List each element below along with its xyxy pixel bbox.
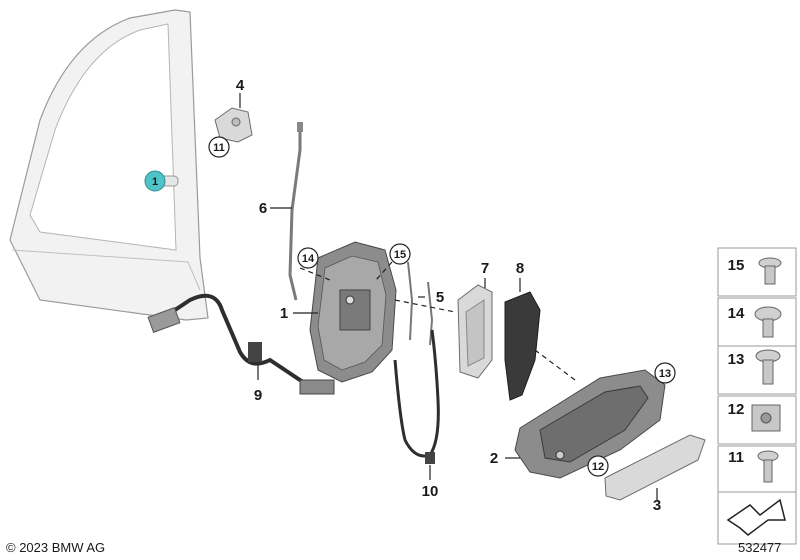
handle-carrier-part-2 (514, 369, 666, 479)
svg-text:11: 11 (213, 142, 225, 154)
door-handle-callout[interactable]: 1 (144, 170, 166, 192)
wiring-harness (147, 293, 335, 395)
callout-6: 6 (259, 200, 267, 217)
callout-1: 1 (280, 305, 288, 322)
callout-4: 4 (236, 77, 245, 94)
callout-3: 3 (653, 497, 661, 514)
legend-label-15: 15 (728, 257, 745, 274)
svg-text:13: 13 (659, 368, 671, 380)
svg-text:15: 15 (394, 249, 406, 261)
diagram-number: 532477 (738, 540, 782, 555)
operating-rod (288, 122, 303, 301)
svg-text:14: 14 (302, 253, 315, 265)
callout-8: 8 (516, 260, 524, 277)
door-outline (9, 9, 209, 321)
callout-2: 2 (490, 450, 498, 467)
fastener-legend: 15 14 13 12 11 (717, 247, 797, 545)
callout-7: 7 (481, 260, 489, 277)
door-lock-part (309, 241, 397, 383)
handle-cover-part-3 (604, 434, 706, 501)
bracket-part-8 (504, 291, 541, 401)
circle-callout-12: 12 (587, 455, 609, 477)
copyright-text: © 2023 BMW AG (6, 540, 106, 555)
svg-text:12: 12 (592, 461, 604, 473)
circle-callout-15-top: 15 (389, 243, 411, 265)
svg-text:1: 1 (152, 176, 158, 188)
legend-label-14: 14 (728, 305, 745, 322)
screw-icon (757, 450, 779, 483)
clip-nut-icon (751, 404, 781, 432)
callout-10: 10 (422, 483, 439, 500)
direction-arrow-icon (726, 498, 786, 536)
legend-label-11: 11 (728, 449, 744, 466)
screw-icon (754, 306, 782, 338)
circle-callout-13: 13 (654, 362, 676, 384)
screw-icon (755, 349, 781, 385)
callout-9: 9 (254, 387, 262, 404)
reinforcement-part-7 (457, 284, 493, 379)
bowden-cable-5 (407, 261, 434, 346)
circle-callout-11-top: 11 (208, 136, 230, 158)
screw-icon (758, 257, 782, 285)
legend-label-13: 13 (728, 351, 745, 368)
circle-callout-14: 14 (297, 247, 319, 269)
callout-5: 5 (436, 289, 444, 306)
legend-label-12: 12 (728, 401, 745, 418)
outside-handle-cable (393, 329, 440, 464)
